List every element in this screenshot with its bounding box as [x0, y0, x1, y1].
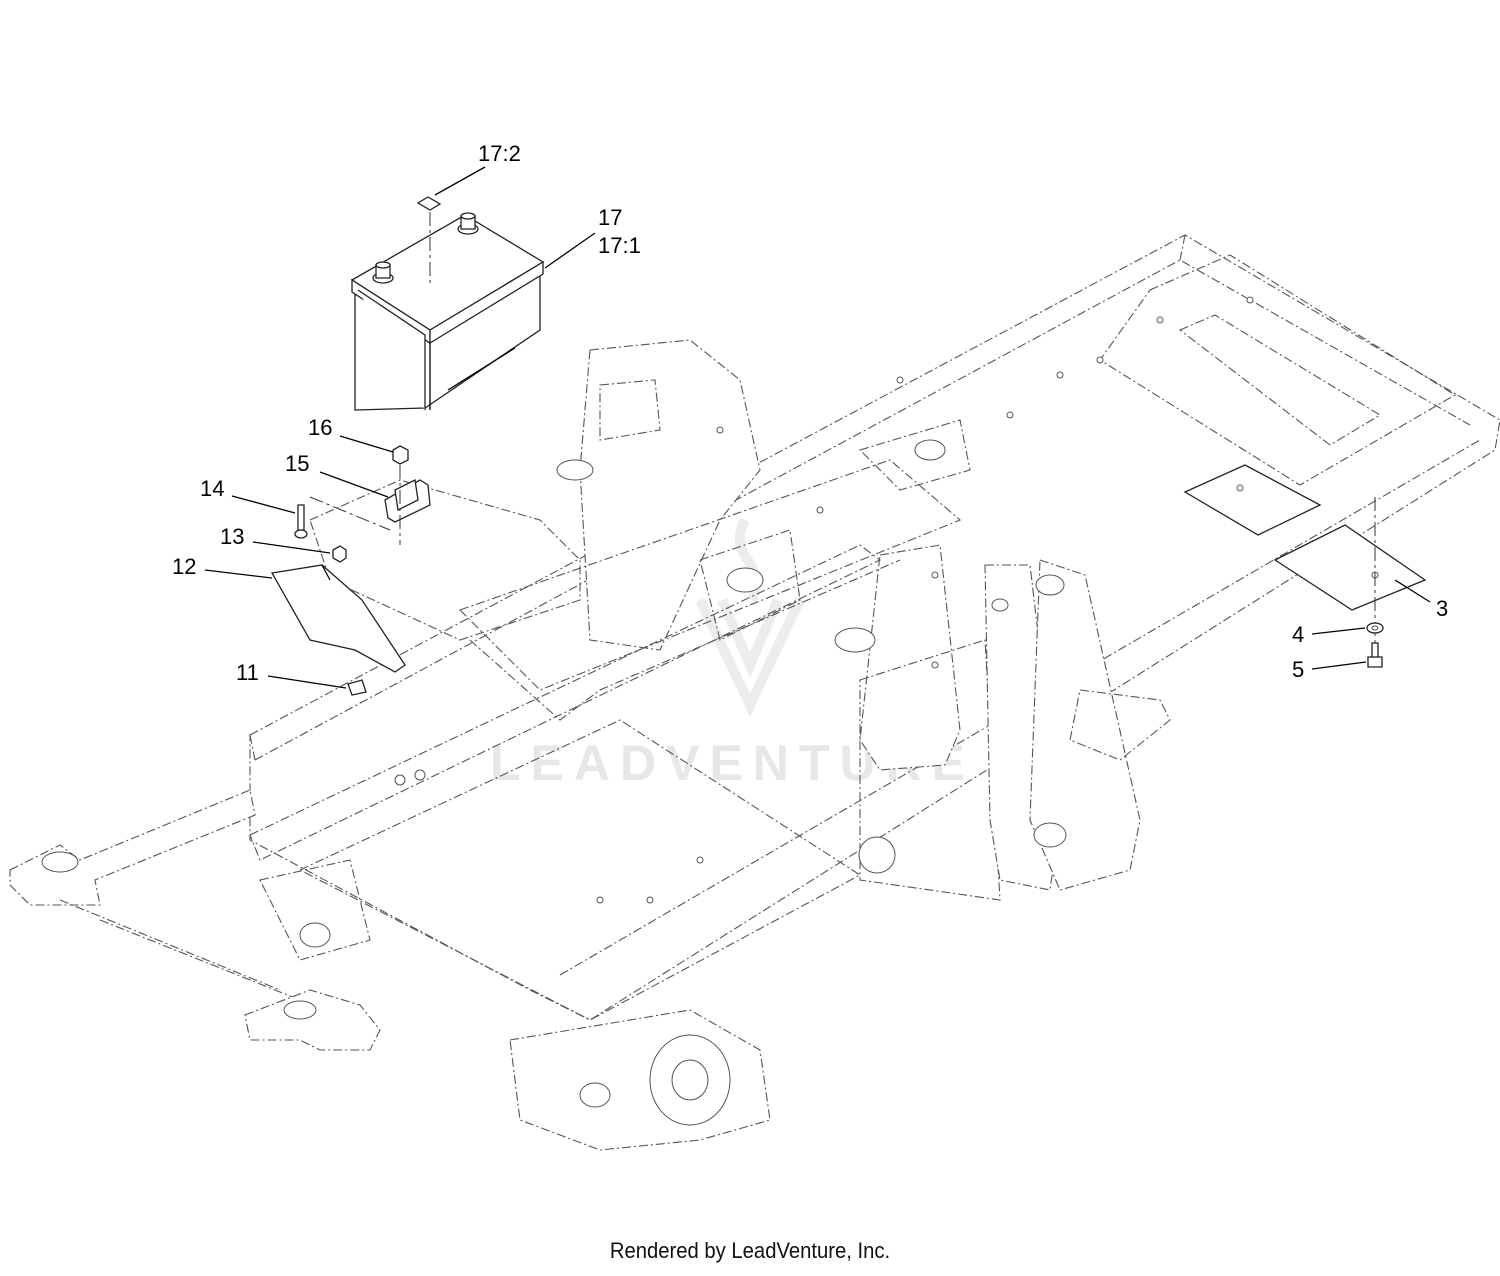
callout-15: 15 — [285, 451, 309, 476]
callout-16: 16 — [308, 415, 332, 440]
part-3-cover-plate — [1183, 464, 1427, 662]
footer-credit: Rendered by LeadVenture, Inc. — [609, 1238, 891, 1263]
callout-17: 17 — [598, 205, 622, 230]
part-5-bolt — [1367, 642, 1383, 668]
callout-17-1: 17:1 — [598, 233, 641, 258]
part-12-battery-cover — [270, 564, 406, 673]
callout-5: 5 — [1292, 657, 1304, 682]
callout-13: 13 — [220, 524, 244, 549]
part-16-nut — [392, 445, 409, 465]
leader-lines — [204, 166, 1431, 689]
part-17-battery — [350, 196, 545, 411]
leadventure-logo-icon — [695, 517, 805, 717]
callout-3: 3 — [1436, 596, 1448, 621]
callout-4: 4 — [1292, 622, 1304, 647]
part-15-hold-down-clamp — [384, 465, 431, 545]
part-13-nut — [332, 545, 347, 563]
callouts: 17:2 17 17:1 16 15 14 13 12 11 3 4 5 — [172, 141, 1448, 685]
frame-assembly — [9, 234, 1500, 1151]
callout-17-2: 17:2 — [478, 141, 521, 166]
part-4-washer — [1366, 622, 1384, 634]
callout-11: 11 — [236, 660, 259, 685]
part-14-j-bolt — [294, 496, 391, 539]
part-11-screw — [347, 679, 367, 696]
callout-14: 14 — [200, 476, 224, 501]
callout-12: 12 — [172, 554, 196, 579]
